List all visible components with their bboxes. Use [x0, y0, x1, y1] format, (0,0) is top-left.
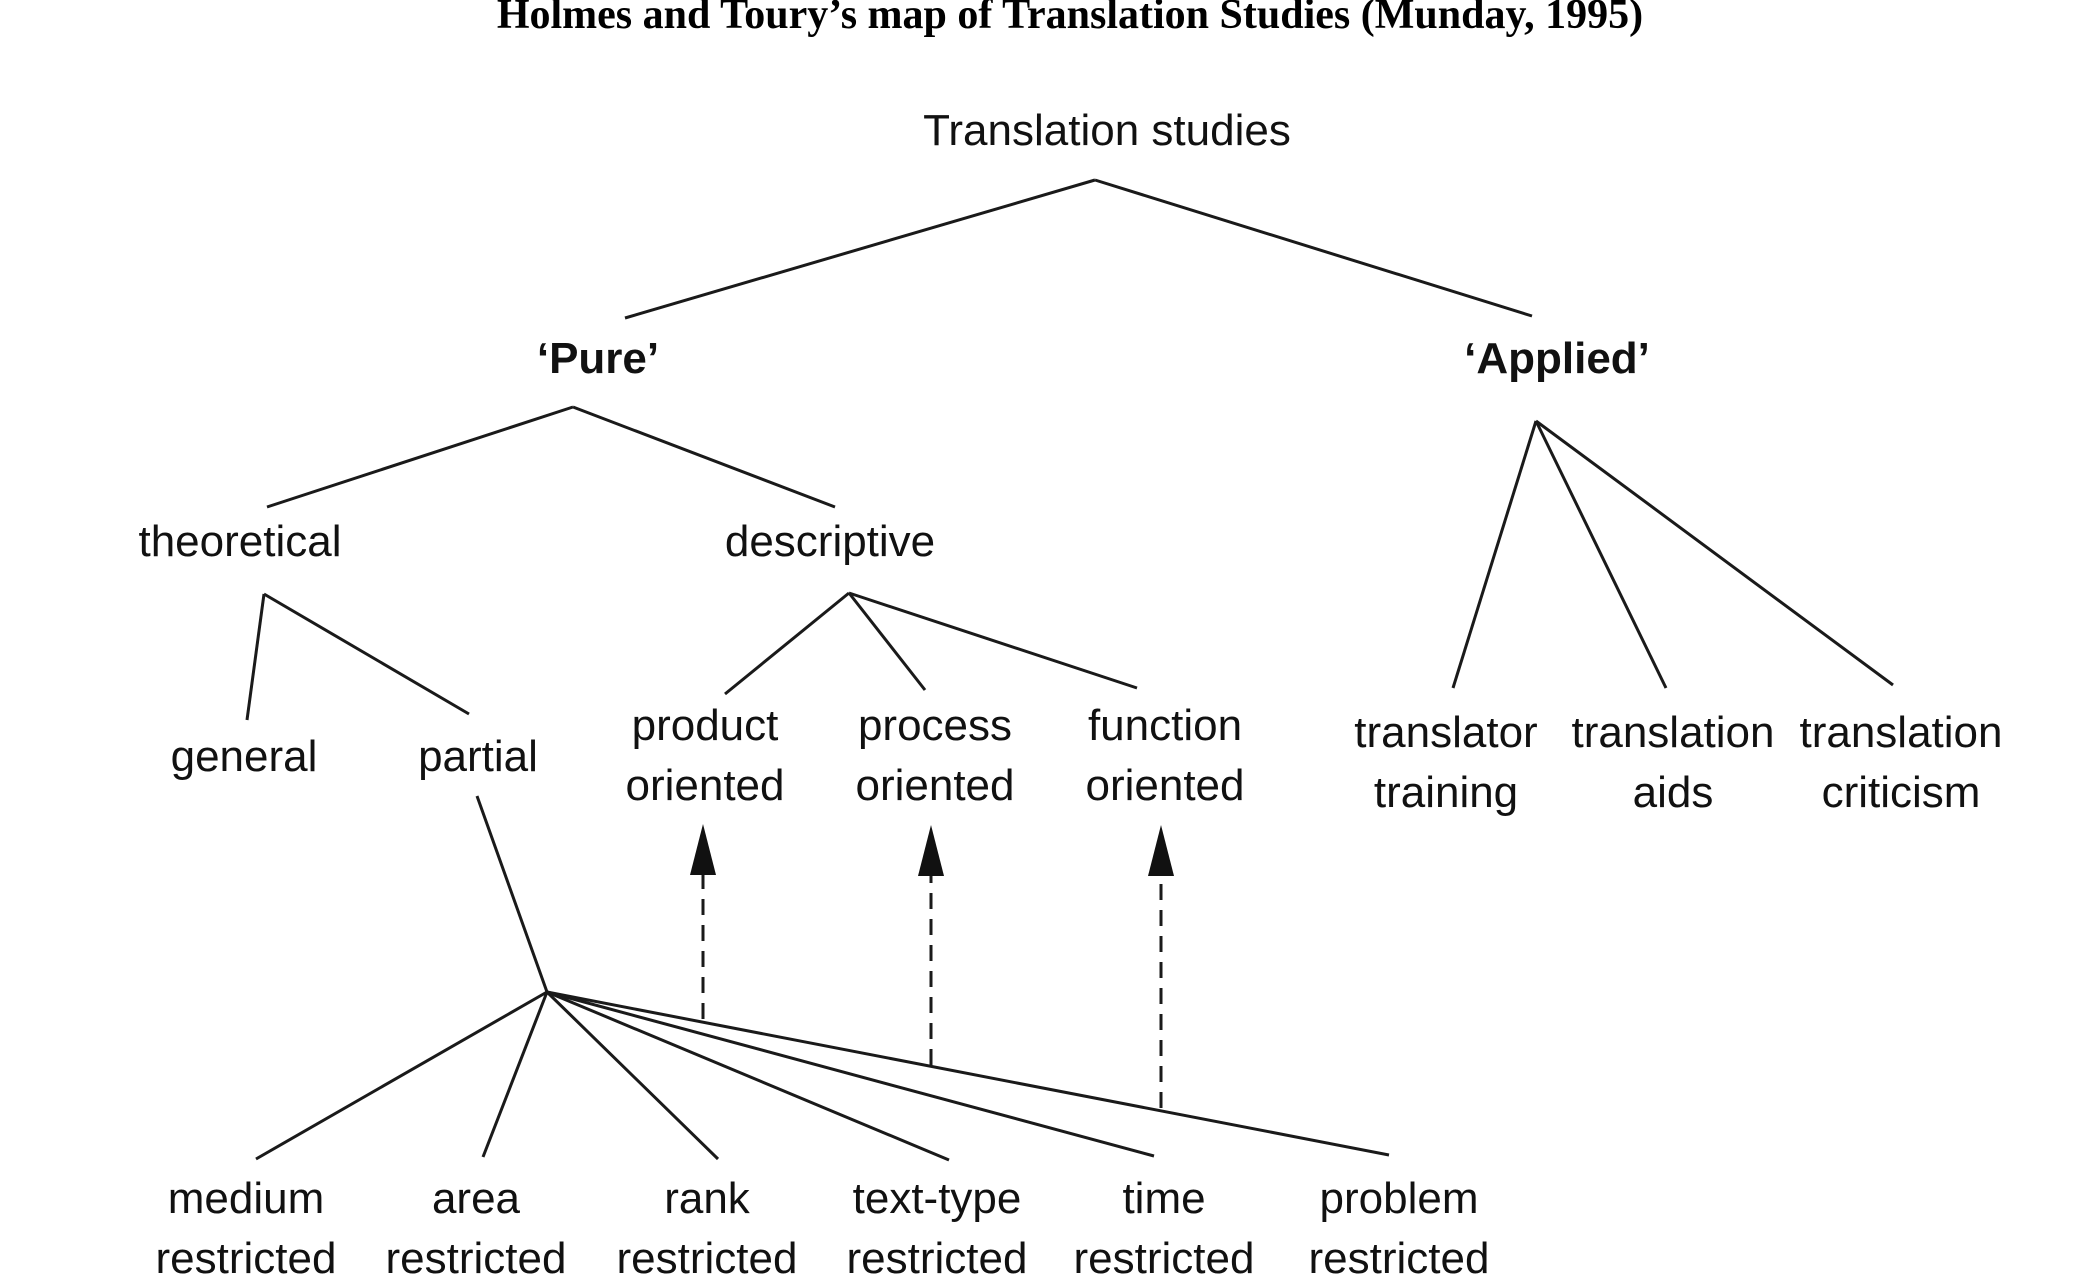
node-pure: ‘Pure’: [537, 334, 659, 383]
node-translation-criticism: translation criticism: [1799, 708, 2002, 817]
svg-text:aids: aids: [1633, 768, 1714, 817]
svg-text:process: process: [858, 701, 1012, 750]
svg-text:training: training: [1374, 768, 1518, 817]
svg-text:time: time: [1122, 1174, 1205, 1223]
edge-theoretical-partial: [263, 592, 470, 716]
svg-text:problem: problem: [1320, 1174, 1479, 1223]
node-product-oriented: product oriented: [625, 701, 784, 810]
node-translator-training: translator training: [1354, 708, 1537, 817]
node-partial: partial: [418, 732, 538, 781]
node-rank-restricted: rank restricted: [617, 1174, 798, 1279]
edge-pure-descriptive: [572, 405, 836, 509]
svg-text:restricted: restricted: [156, 1234, 337, 1279]
edge-theoretical-general: [245, 593, 266, 721]
edge-partial-hub: [475, 795, 549, 993]
edge-applied-criticism: [1535, 419, 1894, 687]
arrowhead-product: [690, 824, 716, 875]
svg-text:restricted: restricted: [386, 1234, 567, 1279]
edge-hub-problem: [546, 990, 1390, 1157]
svg-text:rank: rank: [664, 1174, 751, 1223]
edge-hub-text-type: [546, 990, 950, 1162]
edge-applied-training: [1451, 420, 1538, 689]
node-text-type-restricted: text-type restricted: [847, 1174, 1028, 1279]
arrowhead-function: [1148, 825, 1174, 876]
node-descriptive: descriptive: [725, 517, 935, 566]
node-applied: ‘Applied’: [1464, 334, 1650, 383]
node-function-oriented: function oriented: [1085, 701, 1244, 810]
node-problem-restricted: problem restricted: [1309, 1174, 1490, 1279]
svg-text:translator: translator: [1354, 708, 1537, 757]
node-translation-studies: Translation studies: [923, 106, 1291, 155]
svg-text:area: area: [432, 1174, 521, 1223]
edge-pure-theoretical: [266, 405, 574, 509]
node-area-restricted: area restricted: [386, 1174, 567, 1279]
diagram-title: Holmes and Toury’s map of Translation St…: [497, 0, 1643, 38]
svg-text:oriented: oriented: [1085, 761, 1244, 810]
svg-text:product: product: [632, 701, 779, 750]
svg-text:oriented: oriented: [855, 761, 1014, 810]
edge-descriptive-product: [724, 591, 850, 696]
edge-descriptive-process: [847, 592, 927, 691]
edge-descriptive-function: [848, 591, 1138, 690]
svg-text:restricted: restricted: [1074, 1234, 1255, 1279]
edge-applied-aids: [1534, 420, 1668, 689]
arrowhead-process: [918, 825, 944, 876]
edge-root-pure: [624, 178, 1096, 320]
node-general: general: [171, 732, 318, 781]
node-theoretical: theoretical: [138, 517, 341, 566]
edge-hub-time: [546, 990, 1155, 1158]
edge-hub-medium: [255, 990, 548, 1161]
svg-text:medium: medium: [168, 1174, 325, 1223]
node-process-oriented: process oriented: [855, 701, 1014, 810]
svg-text:translation: translation: [1571, 708, 1774, 757]
node-medium-restricted: medium restricted: [156, 1174, 337, 1279]
svg-text:function: function: [1088, 701, 1242, 750]
edge-hub-area: [481, 991, 549, 1158]
svg-text:translation: translation: [1799, 708, 2002, 757]
node-time-restricted: time restricted: [1074, 1174, 1255, 1279]
tree-edges: [245, 178, 1894, 1162]
edge-hub-rank: [545, 990, 720, 1161]
edge-root-applied: [1094, 178, 1533, 318]
node-translation-aids: translation aids: [1571, 708, 1774, 817]
tree-labels: Translation studies ‘Pure’ ‘Applied’ the…: [138, 106, 2002, 1279]
svg-text:restricted: restricted: [1309, 1234, 1490, 1279]
svg-text:restricted: restricted: [847, 1234, 1028, 1279]
svg-text:oriented: oriented: [625, 761, 784, 810]
svg-text:text-type: text-type: [853, 1174, 1022, 1223]
svg-text:restricted: restricted: [617, 1234, 798, 1279]
svg-text:criticism: criticism: [1822, 768, 1981, 817]
